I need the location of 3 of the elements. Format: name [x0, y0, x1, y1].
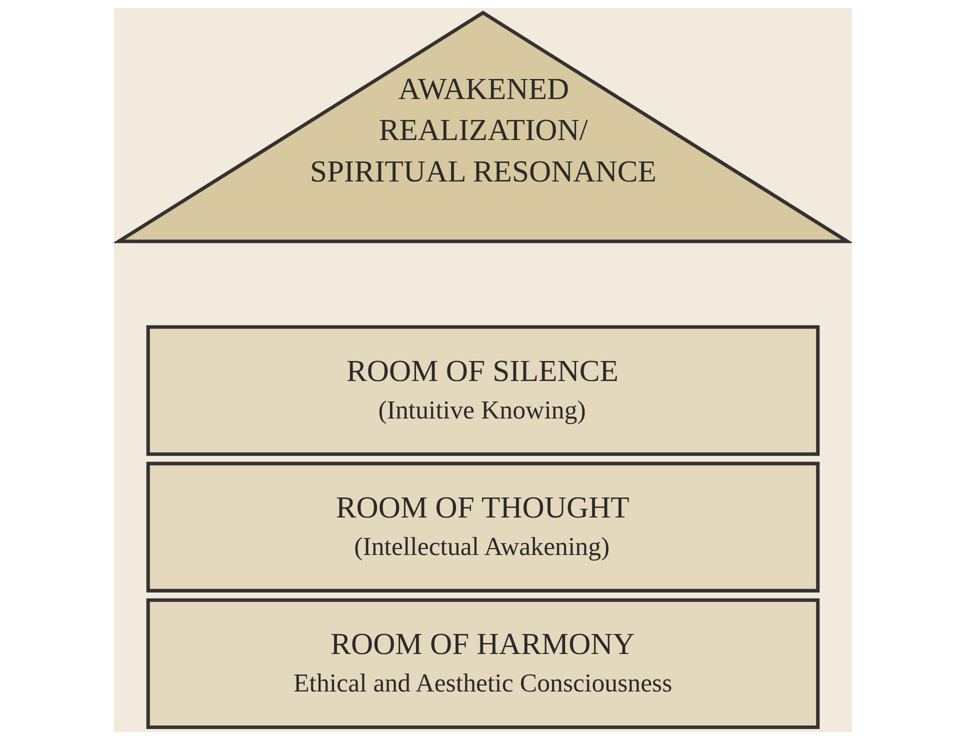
node-box: ROOM OF THOUGHT (Intellectual Awakening) — [146, 462, 820, 592]
node-box: ROOM OF HARMONY Ethical and Aesthetic Consciousness — [146, 598, 820, 729]
node-box: ROOM OF SILENCE (Intuitive Knowing) — [146, 325, 820, 456]
